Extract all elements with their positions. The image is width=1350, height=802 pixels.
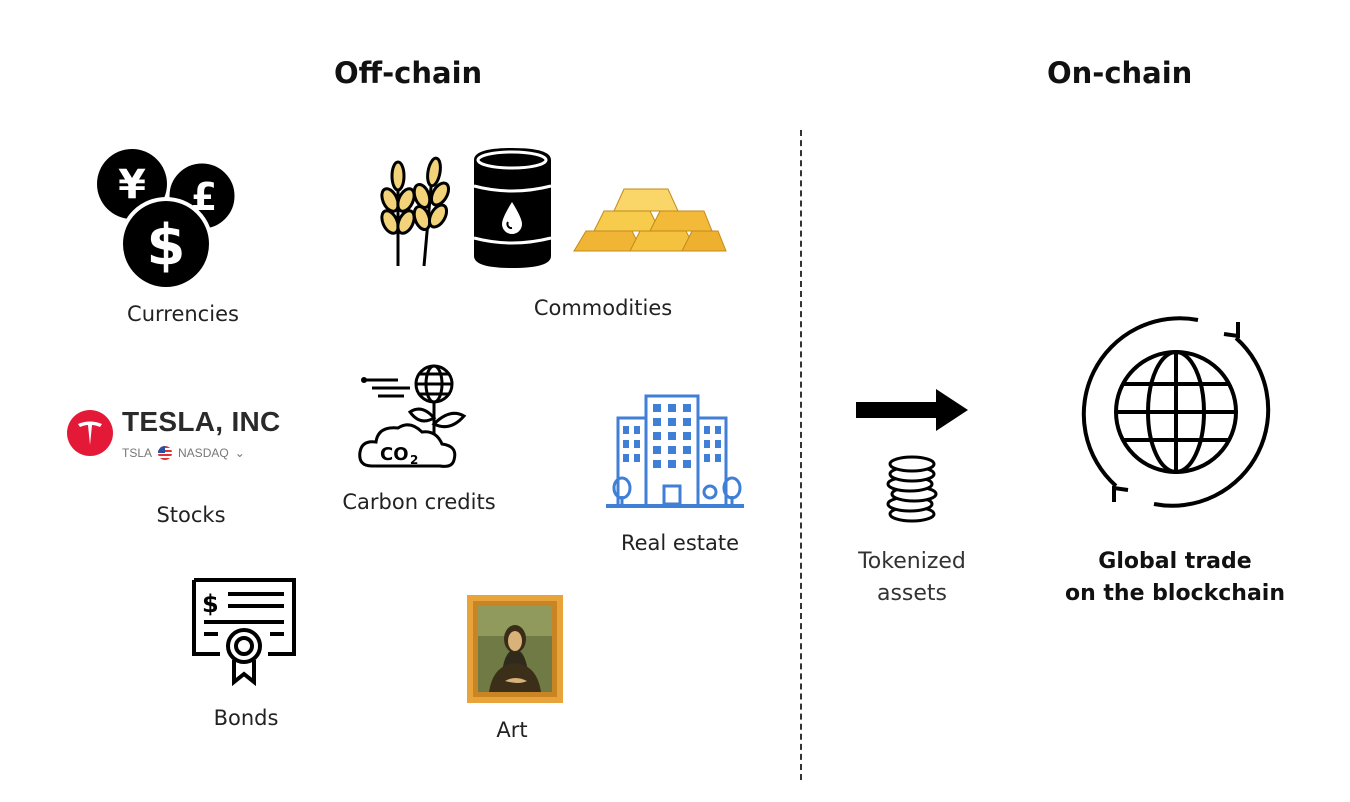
global-trade-line-1: Global trade	[1098, 549, 1252, 574]
real-estate-label: Real estate	[620, 531, 740, 555]
tokenized-line-1: Tokenized	[858, 549, 966, 574]
tokenized-line-2: assets	[876, 581, 948, 606]
mona-lisa-icon	[467, 595, 563, 703]
right-arrow-icon	[856, 389, 968, 431]
bond-certificate-icon: $	[188, 576, 300, 687]
oil-barrel-icon	[470, 146, 555, 270]
currencies-icon-group: ¥ £ $	[96, 148, 241, 291]
off-chain-heading: Off-chain	[334, 56, 483, 90]
chevron-down-icon: ⌄	[234, 446, 245, 460]
carbon-credit-icon: CO 2	[358, 362, 468, 472]
bonds-label: Bonds	[213, 706, 279, 730]
stocks-label: Stocks	[156, 503, 226, 527]
global-trade-line-2: on the blockchain	[1064, 581, 1286, 606]
building-icon	[606, 392, 744, 510]
svg-text:2: 2	[410, 453, 418, 467]
stock-meta: TSLA NASDAQ ⌄	[122, 446, 245, 460]
global-trade-label: Global trade on the blockchain	[1040, 546, 1310, 610]
carbon-credits-label: Carbon credits	[342, 490, 496, 514]
globe-cycle-icon	[1074, 310, 1278, 514]
gold-bars-icon	[570, 185, 728, 253]
currencies-label: Currencies	[127, 302, 239, 326]
svg-text:$: $	[202, 590, 219, 618]
coin-stack-icon	[884, 452, 940, 524]
stock-company-name: TESLA, INC	[122, 406, 281, 437]
wheat-icon	[372, 150, 462, 268]
us-flag-icon	[158, 446, 173, 460]
on-chain-heading: On-chain	[1047, 56, 1193, 90]
stock-exchange: NASDAQ	[178, 446, 229, 460]
stock-ticker: TSLA	[122, 446, 153, 460]
commodities-label: Commodities	[533, 296, 673, 320]
chain-divider	[800, 130, 802, 780]
svg-text:CO: CO	[380, 444, 409, 465]
tesla-logo-icon	[66, 409, 114, 457]
dollar-coin-icon: $	[119, 197, 213, 291]
svg-text:¥: ¥	[118, 162, 146, 208]
art-label: Art	[496, 718, 528, 742]
svg-text:$: $	[147, 213, 186, 278]
tokenized-assets-label: Tokenized assets	[838, 546, 986, 610]
